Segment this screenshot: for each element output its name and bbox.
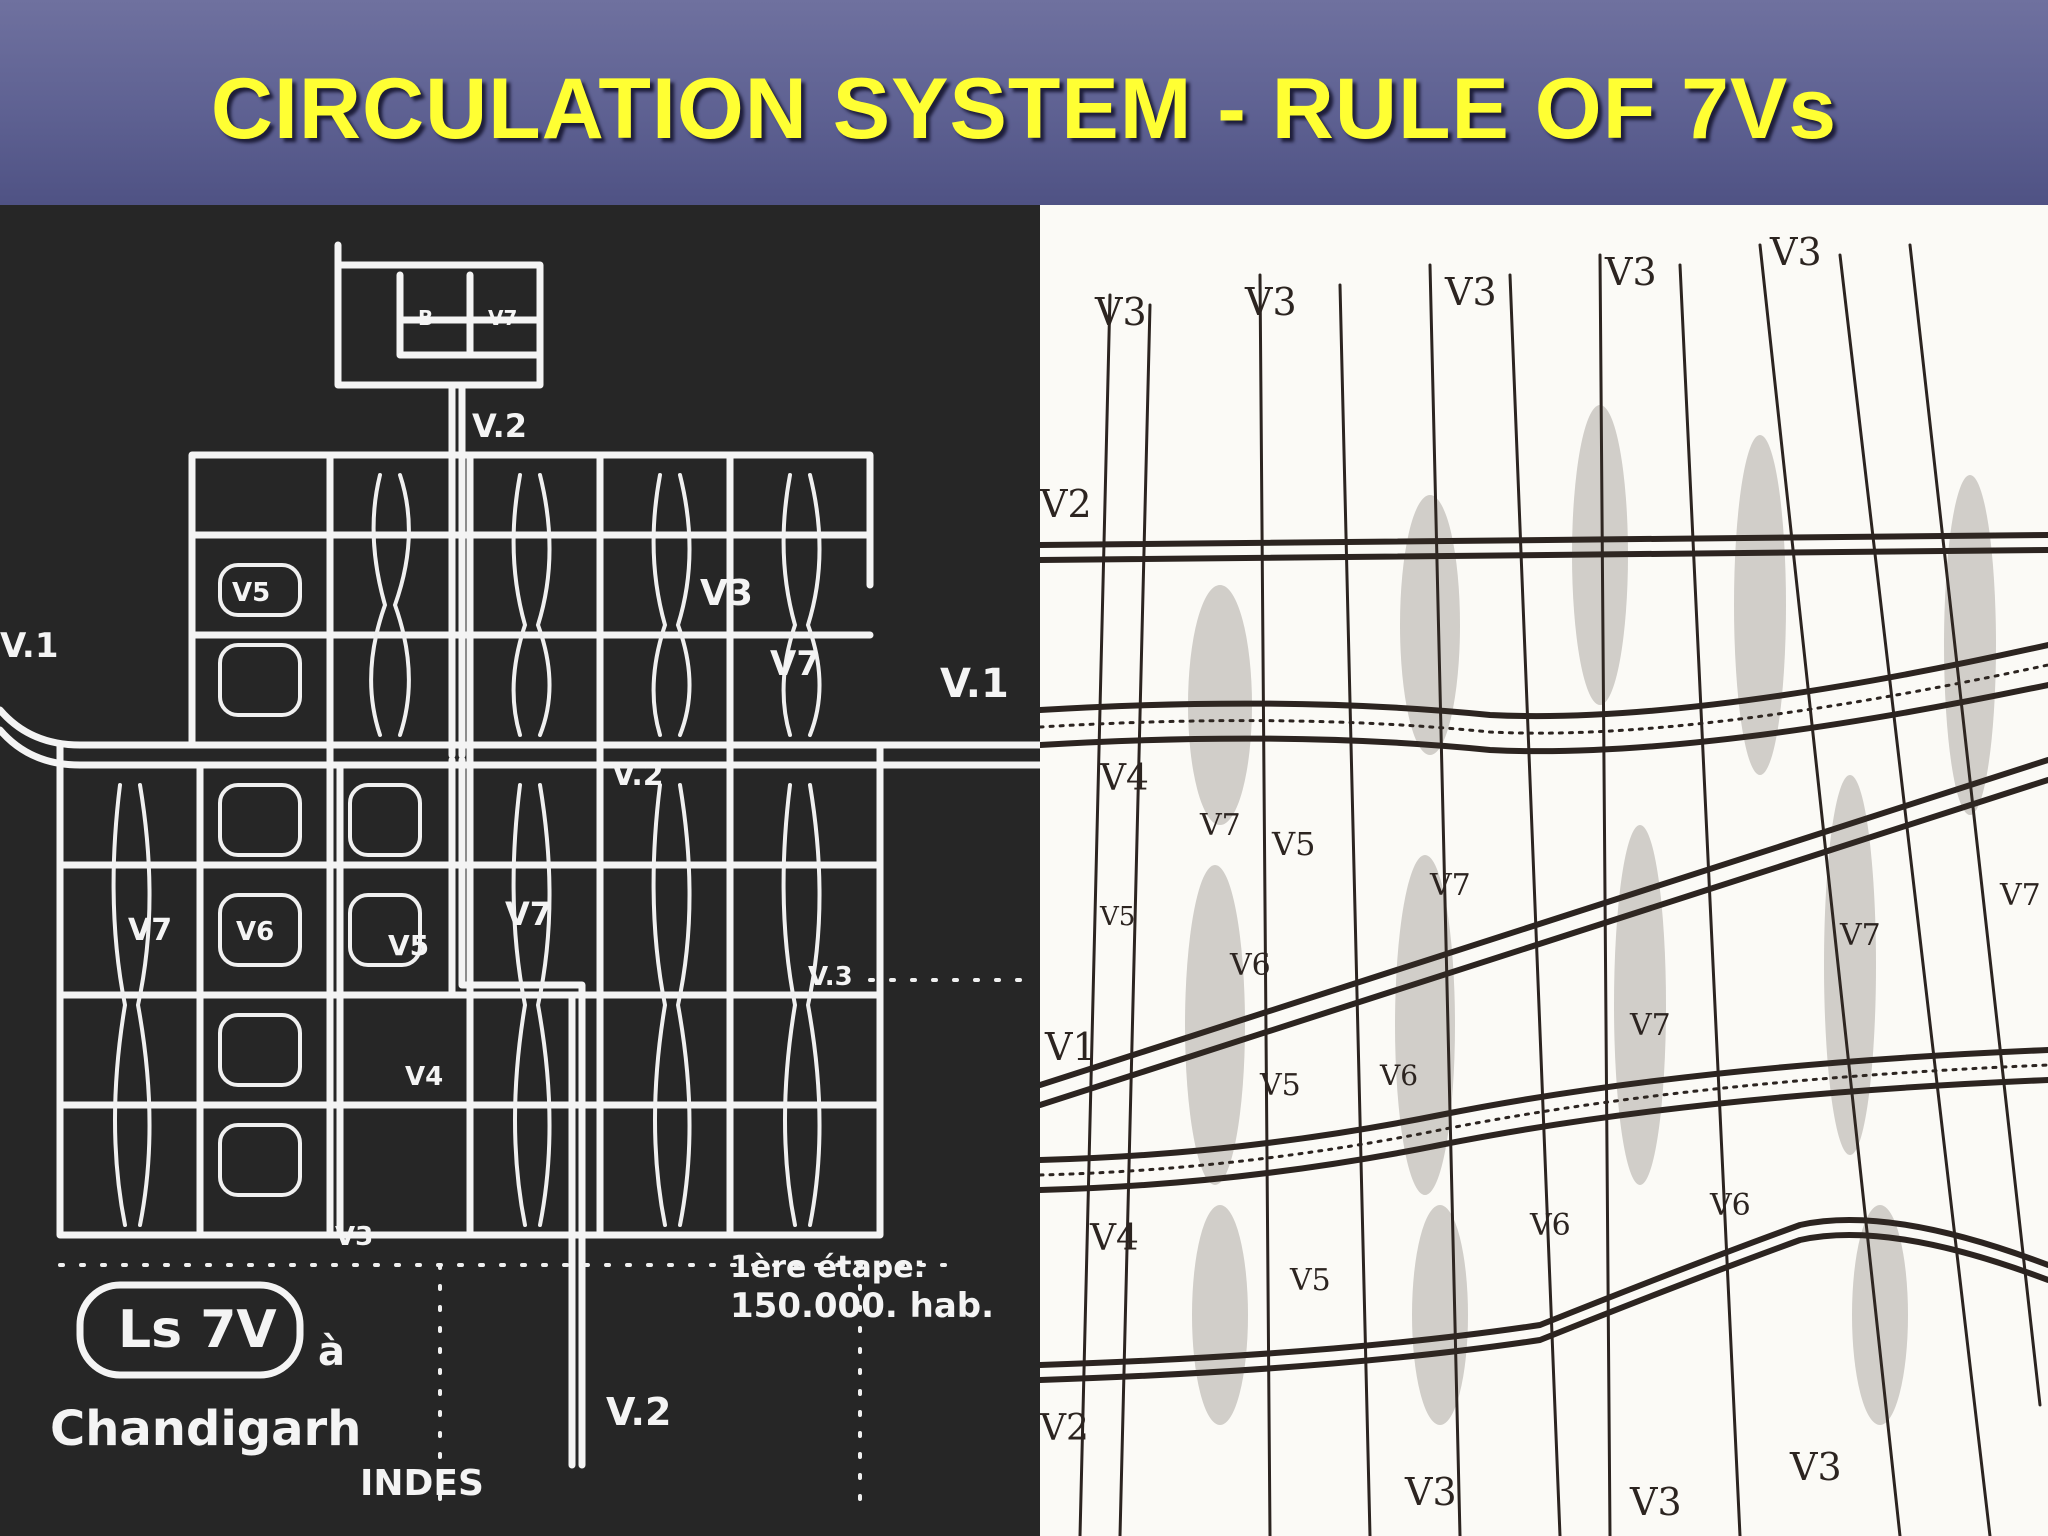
caption-a: à [318,1329,345,1375]
label-v1: V1 [1044,1025,1097,1069]
label-v1-right: V.1 [940,661,1009,707]
label-v6-c: V6 [1529,1208,1571,1243]
title-bar: CIRCULATION SYSTEM - RULE OF 7Vs [0,0,2048,205]
label-v1-left: V.1 [0,626,59,666]
label-v5-d: V5 [1099,902,1135,932]
note-population: 150.000. hab. [730,1286,994,1326]
label-v4: V4 [405,1062,443,1092]
label-box-top-b: V7 [488,306,517,330]
label-v7-e: V7 [1999,878,2041,913]
label-v3-mid: V3 [700,573,753,614]
caption-indes: INDES [360,1463,484,1504]
chandigarh-sketch: V.1 V.1 V.2 V.2 V3 V.3 V3 V.2 V5 V5 V6 V… [0,241,1040,1507]
label-v7-right: V7 [770,644,820,684]
label-v3-b2: V3 [1629,1480,1682,1524]
label-v7-a: V7 [1199,808,1241,843]
label-v5-mid: V5 [388,929,429,962]
sector-roads-sketch-image: V3 V3 V3 V3 V3 V2 V4 V4 V5 V5 V5 V5 V6 V… [1040,205,2048,1536]
label-v3-b3: V3 [1789,1445,1842,1489]
label-v3-3: V3 [1444,270,1497,314]
label-v3-5: V3 [1769,230,1822,274]
label-v2-bottom: V.2 [606,1390,671,1434]
label-v6-b: V6 [1379,1059,1418,1092]
caption-7v: Ls 7V [118,1300,277,1360]
label-v5-c: V5 [1289,1263,1331,1298]
label-v4-a: V4 [1099,758,1149,799]
label-v5-b: V5 [1259,1068,1301,1103]
label-v2-top: V2 [1040,482,1092,526]
label-v6-a: V6 [1229,948,1271,983]
note-first-stage: 1ère étape: [730,1250,926,1285]
label-v7-b: V7 [1429,868,1471,903]
chandigarh-sketch-image: V.1 V.1 V.2 V.2 V3 V.3 V3 V.2 V5 V5 V6 V… [0,205,1040,1536]
label-v7-d: V7 [1839,918,1881,953]
label-v6: V6 [236,917,274,947]
label-v3-right: V.3 [808,962,853,992]
label-v2-inner: V.2 [612,758,664,793]
label-v6-d: V6 [1709,1188,1751,1223]
label-v3-2: V3 [1244,280,1297,324]
label-v4-b: V4 [1089,1218,1139,1259]
label-v3-bottom: V3 [335,1222,373,1252]
label-v7-c: V7 [1629,1008,1671,1043]
label-v5-a: V5 [1271,825,1315,863]
label-v7-left: V7 [128,913,172,948]
label-v3-1: V3 [1094,290,1147,334]
label-box-top-a: B [418,306,433,330]
label-v3-b1: V3 [1404,1470,1457,1514]
slide-title: CIRCULATION SYSTEM - RULE OF 7Vs [210,61,1838,157]
caption-chandigarh: Chandigarh [50,1401,361,1457]
label-v3-4: V3 [1604,250,1657,294]
label-v7-center: V7 [505,895,552,933]
label-v5-top: V5 [232,578,270,608]
label-v2-bottom: V2 [1040,1408,1089,1449]
sector-roads-sketch: V3 V3 V3 V3 V3 V2 V4 V4 V5 V5 V5 V5 V6 V… [1040,230,2048,1536]
label-v2-top: V.2 [472,407,527,445]
